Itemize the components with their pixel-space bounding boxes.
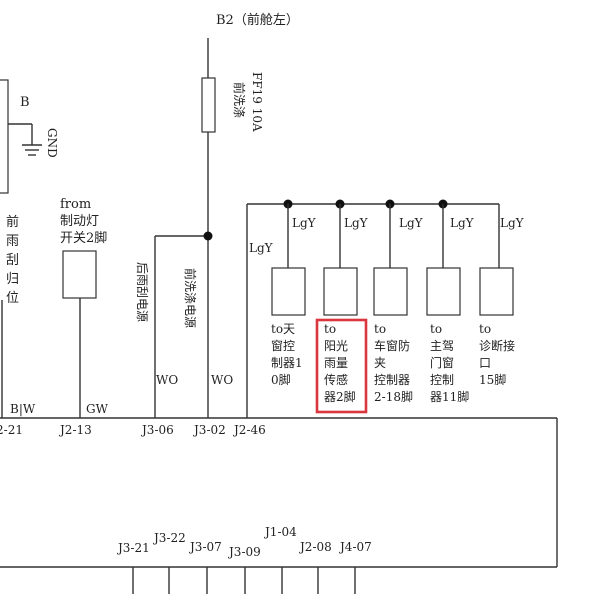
junction-dot-main: [203, 231, 213, 241]
target-box-sunroof: [271, 267, 306, 316]
target-line: 控制: [430, 373, 454, 387]
left-module-pin-label: B: [20, 95, 30, 110]
branch-wire-color: LgY: [292, 216, 317, 230]
target-line: 窗控: [271, 339, 295, 353]
left-module-box: [0, 79, 9, 194]
wire-color-wo-a: WO: [156, 373, 178, 387]
connector-top-pin: J2-13: [58, 423, 92, 437]
connector-bottom-pin: J2-08: [298, 540, 332, 554]
target-line: 阳光: [324, 339, 348, 353]
left-text-char: 位: [6, 291, 19, 306]
connector-bottom-pin: J4-07: [338, 540, 372, 554]
target-line: to: [479, 322, 491, 336]
brake-switch-line: 开关2脚: [60, 230, 107, 246]
target-line: 传感: [324, 372, 348, 387]
fuse-name: 前洗涤: [232, 82, 247, 118]
left-text-char: 前: [6, 214, 19, 230]
target-box-diagnostic: [479, 267, 514, 316]
connector-bottom-pin: J3-21: [116, 541, 150, 555]
target-line: to: [430, 322, 442, 336]
target-line: 雨量: [324, 356, 348, 370]
brake-switch-box: [62, 250, 97, 299]
target-line: 控制器: [374, 373, 410, 387]
target-line: to: [324, 322, 336, 336]
ground-label: GND: [45, 128, 59, 158]
left-text-char: 刮: [6, 253, 19, 268]
target-line: 2-18脚: [374, 389, 413, 404]
connector-bottom-pin: J3-22: [152, 531, 186, 545]
fuse-rating: FF19 10A: [250, 72, 264, 132]
connector-top-pin: 2-21: [0, 423, 23, 437]
left-text-char: 归: [6, 272, 19, 287]
wire-color-blw: B|W: [10, 402, 36, 416]
target-line: 门窗: [430, 355, 454, 370]
connector-top-pin: J2-46: [232, 423, 266, 437]
target-line: 诊断接: [479, 338, 515, 353]
target-box-driver-door: [426, 267, 461, 316]
rear-wiper-power-label: 后雨刮电源: [135, 262, 149, 322]
branch-wire-color: LgY: [500, 216, 525, 230]
power-source-label: B2（前舱左）: [216, 12, 299, 28]
target-label-driver-door: to 主驾 门窗 控制 器11脚: [430, 322, 469, 404]
brake-switch-line: 制动灯: [60, 214, 99, 229]
connector-bottom-pin: J3-09: [227, 545, 261, 559]
brake-switch-line: from: [60, 197, 91, 212]
connector-top-pin: J3-02: [192, 423, 226, 437]
highlight-box: [315, 318, 368, 414]
target-line: 主驾: [430, 339, 454, 353]
target-line: 车窗防: [374, 338, 410, 353]
left-function-text: 前 雨 刮 归 位: [6, 214, 19, 306]
target-line: 15脚: [479, 372, 506, 387]
left-text-char: 雨: [6, 234, 19, 249]
fuse-symbol: [201, 77, 216, 133]
target-line: to: [374, 322, 386, 336]
target-line: 口: [479, 356, 491, 370]
branch-wire-color: LgY: [450, 216, 475, 230]
target-label-rain-sensor: to 阳光 雨量 传感 器2脚: [324, 322, 356, 404]
target-box-rain-sensor: [323, 267, 358, 316]
target-line: 器11脚: [430, 389, 469, 404]
branch-wire-color: LgY: [344, 216, 369, 230]
connector-bottom-pin: J1-04: [263, 525, 297, 539]
target-box-anti-pinch: [373, 267, 408, 316]
target-line: to天: [271, 322, 295, 336]
connector-bottom-pin: J3-07: [188, 540, 222, 554]
connector-top-pin: J3-06: [140, 423, 174, 437]
front-washer-power-label: 前洗涤电源: [183, 268, 198, 328]
target-label-sunroof: to天 窗控 制器1 0脚: [271, 322, 303, 387]
wire-color-wo-b: WO: [211, 373, 233, 387]
target-label-diagnostic: to 诊断接 口 15脚: [479, 322, 515, 387]
target-line: 0脚: [271, 372, 291, 387]
target-line: 制器1: [271, 356, 303, 370]
target-line: 器2脚: [324, 389, 356, 404]
wire-color-lgy-main: LgY: [249, 241, 274, 255]
target-label-anti-pinch: to 车窗防 夹 控制器 2-18脚: [374, 322, 413, 404]
target-line: 夹: [374, 356, 386, 370]
wire-color-gw: GW: [86, 402, 109, 416]
branch-wire-color: LgY: [399, 216, 424, 230]
